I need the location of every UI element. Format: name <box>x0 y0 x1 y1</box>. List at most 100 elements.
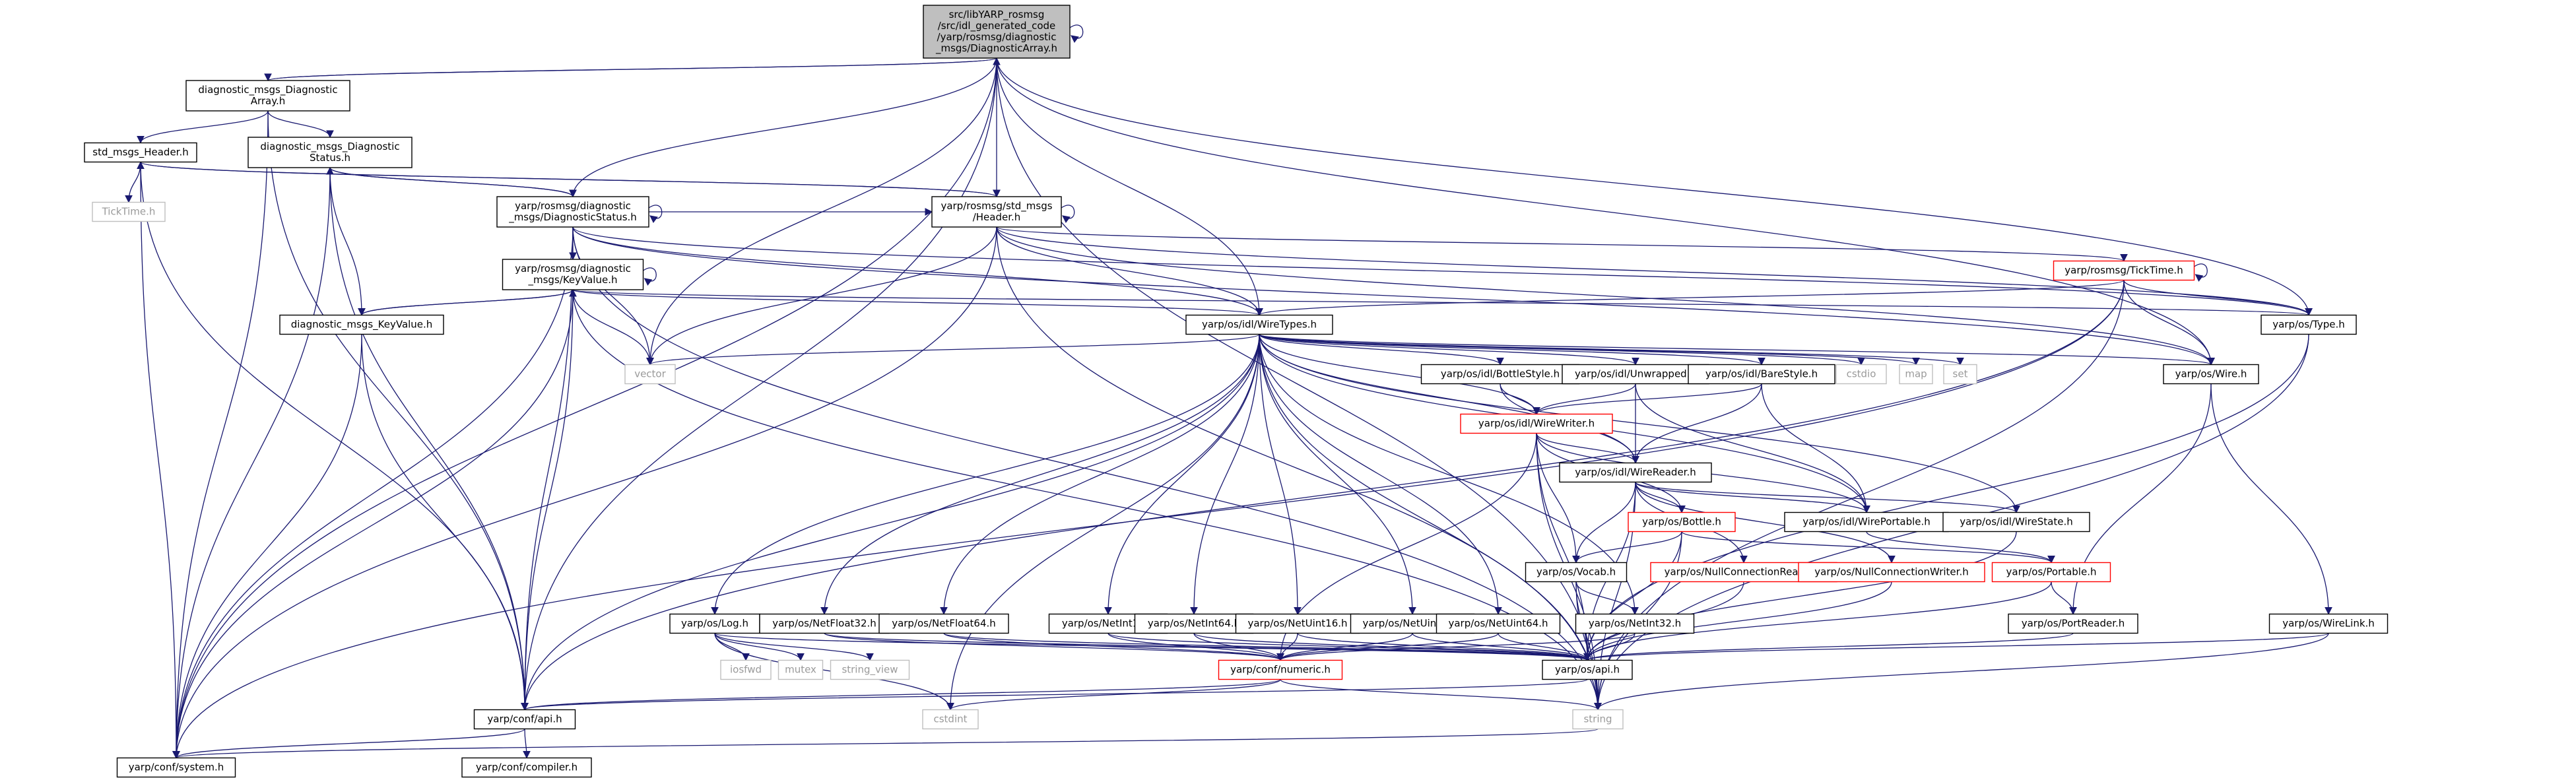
node-label-line: vector <box>634 368 666 380</box>
node-label: yarp/os/api.h <box>1555 664 1620 676</box>
node-label: yarp/os/idl/WireTypes.h <box>1202 319 1317 331</box>
node-box <box>922 709 979 730</box>
node-nullwriter[interactable]: yarp/os/NullConnectionWriter.h <box>1798 562 1985 583</box>
node-box <box>1943 364 1977 385</box>
node-yr_header[interactable]: yarp/rosmsg/std_msgs/Header.h <box>931 196 1062 228</box>
edge-wiretypes-to-barestyle <box>1259 333 1766 366</box>
edge-wiretypes-to-netuint16 <box>1259 334 1302 615</box>
node-conf_numeric[interactable]: yarp/conf/numeric.h <box>1218 659 1343 680</box>
node-std_header[interactable]: std_msgs_Header.h <box>84 142 197 163</box>
node-portreader[interactable]: yarp/os/PortReader.h <box>2008 613 2138 634</box>
node-unwrapped[interactable]: yarp/os/idl/Unwrapped.h <box>1562 364 1709 385</box>
edge-dm_keyvalue-to-yr_keyvalue <box>361 288 577 316</box>
node-root[interactable]: src/libYARP_rosmsg/src/idl_generated_cod… <box>923 5 1071 59</box>
edge-dm_array-to-root <box>267 57 1001 81</box>
node-box <box>2053 260 2195 281</box>
edge-wirestate-to-os_api <box>1583 531 2017 661</box>
node-ticktime: TickTime.h <box>92 201 166 222</box>
edge-wiretypes-to-map <box>1259 333 1920 366</box>
node-netint64a[interactable]: yarp/os/NetInt64.h <box>1134 613 1254 634</box>
node-wirewriter[interactable]: yarp/os/idl/WireWriter.h <box>1460 413 1613 434</box>
node-cstdio: cstdio <box>1835 364 1887 385</box>
node-wirereader[interactable]: yarp/os/idl/WireReader.h <box>1559 462 1712 483</box>
edge-yr_header-to-string <box>996 226 1602 711</box>
edge-wiretypes-to-wirewriter <box>1259 334 1540 415</box>
node-box <box>1218 659 1343 680</box>
node-label-line: /Header.h <box>973 211 1021 223</box>
node-label-line: yarp/os/idl/BareStyle.h <box>1705 368 1818 380</box>
edge-bottle-to-vocab <box>1572 531 1682 564</box>
node-label-line: _msgs/DiagnosticArray.h <box>935 42 1057 55</box>
node-os_type[interactable]: yarp/os/Type.h <box>2261 314 2357 335</box>
node-box <box>502 259 644 290</box>
node-label-line: string <box>1583 713 1612 725</box>
node-label: mutex <box>785 664 816 676</box>
node-yr_keyvalue[interactable]: yarp/rosmsg/diagnostic_msgs/KeyValue.h <box>502 259 644 290</box>
node-os_api[interactable]: yarp/os/api.h <box>1542 659 1633 680</box>
node-bottlestyle[interactable]: yarp/os/idl/BottleStyle.h <box>1420 364 1580 385</box>
node-label-line: map <box>1905 368 1927 380</box>
node-box <box>923 5 1071 59</box>
node-vocab[interactable]: yarp/os/Vocab.h <box>1525 562 1628 583</box>
node-set: set <box>1943 364 1977 385</box>
edge-wiretypes-to-set <box>1259 333 1964 366</box>
node-netuint64[interactable]: yarp/os/NetUint64.h <box>1436 613 1561 634</box>
edge-wiretypes-to-netint16 <box>1104 334 1260 615</box>
edge-yr_keyvalue-to-yr_keyvalue <box>643 267 657 286</box>
node-wirestate[interactable]: yarp/os/idl/WireState.h <box>1942 511 2090 533</box>
node-netfloat64[interactable]: yarp/os/NetFloat64.h <box>878 613 1009 634</box>
edge-root-to-vector <box>646 57 997 366</box>
edge-wirelink-to-string <box>1594 633 2329 711</box>
node-box <box>1436 613 1561 634</box>
edge-dm_keyvalue-to-conf_api <box>361 334 529 711</box>
node-conf_api[interactable]: yarp/conf/api.h <box>473 709 576 730</box>
node-label: yarp/os/Type.h <box>2272 319 2345 331</box>
edge-conf_numeric-to-cstdint <box>946 678 1281 711</box>
node-wirelink[interactable]: yarp/os/WireLink.h <box>2268 613 2389 634</box>
node-label: yarp/os/WireLink.h <box>2282 618 2375 630</box>
node-conf_system[interactable]: yarp/conf/system.h <box>116 757 236 778</box>
edge-dm_status-to-dm_keyvalue <box>329 167 366 316</box>
edge-wirewriter-to-vocab <box>1536 433 1580 564</box>
node-box <box>279 314 444 335</box>
edge-bottle-to-os_api <box>1583 531 1682 661</box>
node-netuint16[interactable]: yarp/os/NetUint16.h <box>1235 613 1360 634</box>
node-portable[interactable]: yarp/os/Portable.h <box>1991 562 2111 583</box>
node-label: yarp/os/idl/Unwrapped.h <box>1575 368 1696 380</box>
node-os_log[interactable]: yarp/os/Log.h <box>669 613 760 634</box>
node-wireportable[interactable]: yarp/os/idl/WirePortable.h <box>1784 511 1949 533</box>
node-box <box>1185 314 1333 335</box>
node-label: yarp/os/NullConnectionReader.h <box>1665 566 1824 578</box>
node-label-line: yarp/os/Vocab.h <box>1536 566 1616 578</box>
node-conf_compiler[interactable]: yarp/conf/compiler.h <box>461 757 592 778</box>
node-os_wire[interactable]: yarp/os/Wire.h <box>2163 364 2259 385</box>
node-label: yarp/os/idl/BareStyle.h <box>1705 368 1818 380</box>
node-box <box>830 659 910 680</box>
node-wiretypes[interactable]: yarp/os/idl/WireTypes.h <box>1185 314 1333 335</box>
edge-string-to-conf_system <box>173 728 1599 759</box>
edge-dm_array-to-dm_status <box>267 110 334 139</box>
node-label: set <box>1953 368 1968 380</box>
node-vector: vector <box>624 364 676 385</box>
node-box <box>931 196 1062 228</box>
node-box <box>92 201 166 222</box>
node-label-line: yarp/os/PortReader.h <box>2022 618 2125 630</box>
node-barestyle[interactable]: yarp/os/idl/BareStyle.h <box>1688 364 1835 385</box>
node-label: yarp/conf/api.h <box>487 713 562 725</box>
node-dm_keyvalue[interactable]: diagnostic_msgs_KeyValue.h <box>279 314 444 335</box>
node-netint32[interactable]: yarp/os/NetInt32.h <box>1575 613 1695 634</box>
edge-wirereader-to-wireportable <box>1635 481 1870 513</box>
edge-dm_keyvalue-to-conf_system <box>172 334 362 759</box>
node-netfloat32[interactable]: yarp/os/NetFloat32.h <box>759 613 890 634</box>
node-yr_status[interactable]: yarp/rosmsg/diagnostic_msgs/DiagnosticSt… <box>496 196 649 228</box>
node-label-line: string_view <box>842 664 898 676</box>
node-bottle[interactable]: yarp/os/Bottle.h <box>1628 511 1736 533</box>
edge-netuint16-to-os_api <box>1297 632 1591 661</box>
node-label-line: std_msgs_Header.h <box>92 147 189 159</box>
node-label: string <box>1583 713 1612 725</box>
node-label-line: yarp/os/NetInt64.h <box>1148 618 1240 630</box>
node-yr_ticktime[interactable]: yarp/rosmsg/TickTime.h <box>2053 260 2195 281</box>
